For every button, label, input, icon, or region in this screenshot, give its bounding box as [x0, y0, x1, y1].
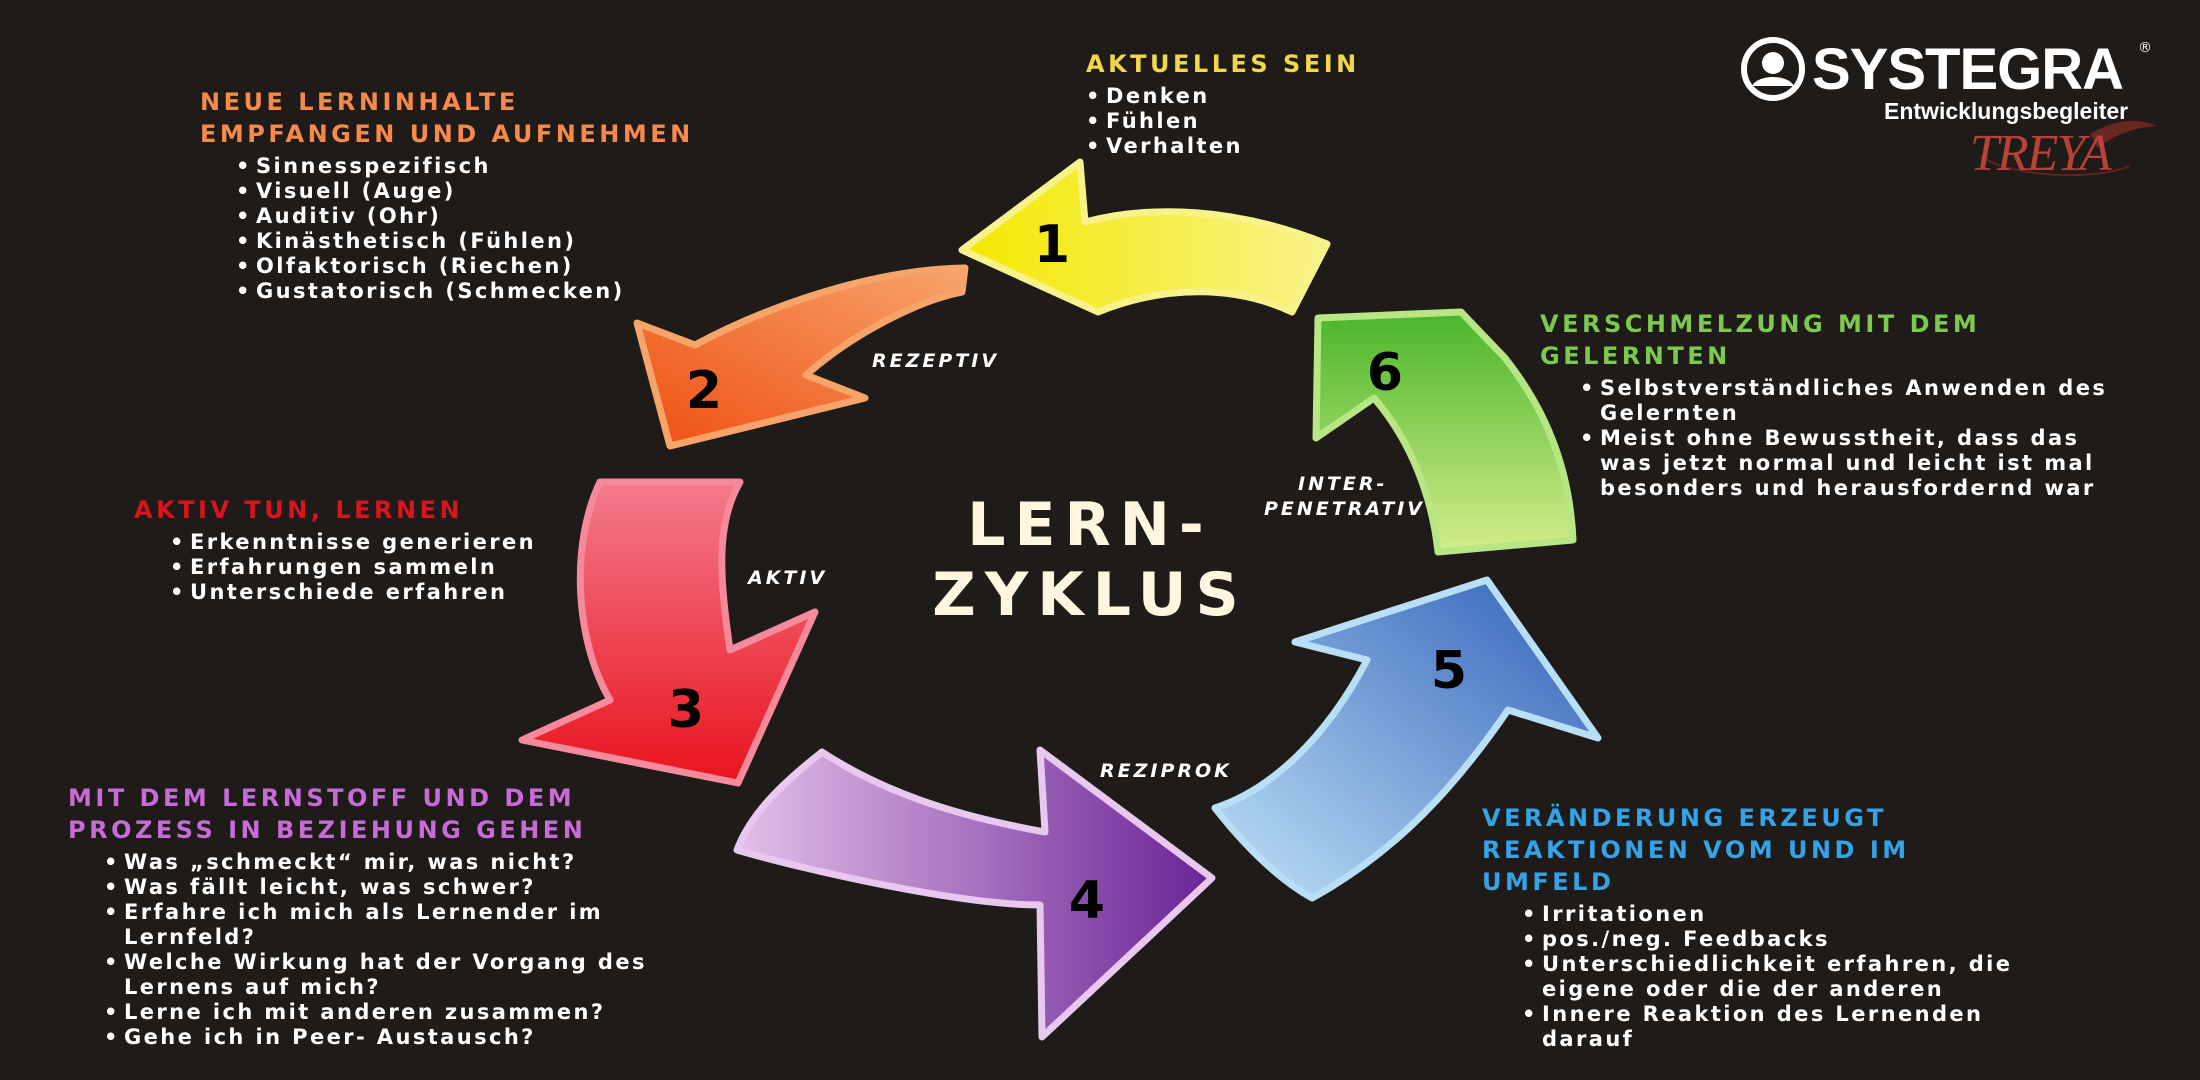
section-list: Sinnesspezifisch Visuell (Auge) Auditiv …: [236, 154, 694, 304]
list-item: Fühlen: [1086, 109, 1360, 134]
section-title-line1: MIT DEM LERNSTOFF UND DEM: [68, 784, 576, 812]
arrow-number-5: 5: [1431, 641, 1467, 701]
list-item: Sinnesspezifisch: [236, 154, 694, 179]
wings-icon: [1979, 120, 2156, 177]
list-item: Welche Wirkung hat der Vorgang des Lerne…: [104, 950, 658, 1000]
list-item: pos./neg. Feedbacks: [1522, 927, 2042, 952]
list-item: Was fällt leicht, was schwer?: [104, 875, 658, 900]
section-title-line2: REAKTIONEN VOM UND IM UMFELD: [1482, 836, 1910, 896]
list-item: Gehe ich in Peer- Austausch?: [104, 1025, 658, 1050]
section-title: AKTUELLES SEIN: [1086, 50, 1360, 78]
list-item: Was „schmeckt“ mir, was nicht?: [104, 850, 658, 875]
list-item: Visuell (Auge): [236, 179, 694, 204]
section-aktiv-tun: AKTIV TUN, LERNEN Erkenntnisse generiere…: [134, 494, 536, 605]
section-list: Denken Fühlen Verhalten: [1086, 84, 1360, 159]
arrow-number-6: 6: [1367, 343, 1403, 403]
arrow-number-3: 3: [668, 680, 704, 740]
center-title: LERN- ZYKLUS: [900, 490, 1280, 630]
arrow-3: [518, 478, 819, 787]
list-item: Erfahrungen sammeln: [170, 555, 536, 580]
section-list: Selbstverständliches Anwenden des Gelern…: [1580, 376, 2120, 501]
logo-tagline: Entwicklungsbegleiter: [1884, 98, 2129, 124]
section-title-line2: GELERNTEN: [1540, 342, 1731, 370]
arrow-number-2: 2: [686, 361, 722, 421]
phase-label-inter: INTER-: [1298, 473, 1387, 495]
arrow-number-1: 1: [1034, 215, 1070, 275]
section-veraenderung: VERÄNDERUNG ERZEUGT REAKTIONEN VOM UND I…: [1482, 802, 2042, 1052]
section-title-line2: EMPFANGEN UND AUFNEHMEN: [200, 120, 694, 148]
section-verschmelzung: VERSCHMELZUNG MIT DEM GELERNTEN Selbstve…: [1540, 308, 2120, 501]
section-list: Erkenntnisse generieren Erfahrungen samm…: [170, 530, 536, 605]
section-title-line1: VERSCHMELZUNG MIT DEM: [1540, 310, 1981, 338]
section-title-line1: NEUE LERNINHALTE: [200, 88, 519, 116]
arrow-5: [1211, 576, 1602, 902]
logo: SYSTEGRA ® Entwicklungsbegleiter TREYA: [1740, 32, 2170, 212]
logo-registered: ®: [2138, 40, 2152, 56]
list-item: Gustatorisch (Schmecken): [236, 279, 694, 304]
phase-label-reziprok: REZIPROK: [1100, 760, 1232, 782]
list-item: Lerne ich mit anderen zusammen?: [104, 1000, 658, 1025]
section-list: Irritationen pos./neg. Feedbacks Untersc…: [1522, 902, 2042, 1052]
list-item: Erkenntnisse generieren: [170, 530, 536, 555]
list-item: Denken: [1086, 84, 1360, 109]
arrow-6: [1312, 308, 1577, 556]
section-title-line2: PROZESS IN BEZIEHUNG GEHEN: [68, 816, 587, 844]
section-title: AKTIV TUN, LERNEN: [134, 496, 464, 524]
section-title-line1: VERÄNDERUNG ERZEUGT: [1482, 804, 1887, 832]
arrow-number-4: 4: [1069, 871, 1105, 931]
arrow-2: [633, 264, 969, 450]
list-item: Auditiv (Ohr): [236, 204, 694, 229]
arrow-4: [733, 746, 1216, 1041]
list-item: Kinästhetisch (Fühlen): [236, 229, 694, 254]
phase-label-penetrativ: PENETRATIV: [1264, 498, 1425, 520]
section-neue-lerninhalte: NEUE LERNINHALTE EMPFANGEN UND AUFNEHMEN…: [200, 86, 694, 304]
section-beziehung: MIT DEM LERNSTOFF UND DEM PROZESS IN BEZ…: [68, 782, 658, 1050]
center-title-line1: LERN-: [967, 490, 1213, 560]
section-list: Was „schmeckt“ mir, was nicht? Was fällt…: [104, 850, 658, 1050]
list-item: Olfaktorisch (Riechen): [236, 254, 694, 279]
arrow-1: [958, 158, 1331, 316]
list-item: Unterschiedlichkeit erfahren, die eigene…: [1522, 952, 2042, 1002]
logo-sub-brand: TREYA: [1970, 125, 2111, 182]
list-item: Verhalten: [1086, 134, 1360, 159]
phase-label-rezeptiv: REZEPTIV: [872, 350, 999, 372]
logo-brand: SYSTEGRA: [1812, 37, 2124, 102]
center-title-line2: ZYKLUS: [932, 560, 1248, 630]
list-item: Erfahre ich mich als Lernender im Lernfe…: [104, 900, 658, 950]
list-item: Meist ohne Bewusstheit, dass das was jet…: [1580, 426, 2120, 501]
list-item: Unterschiede erfahren: [170, 580, 536, 605]
section-aktuelles-sein: AKTUELLES SEIN Denken Fühlen Verhalten: [1086, 48, 1360, 159]
list-item: Selbstverständliches Anwenden des Gelern…: [1580, 376, 2120, 426]
phase-label-aktiv: AKTIV: [746, 567, 827, 589]
list-item: Irritationen: [1522, 902, 2042, 927]
user-circle-icon: [1741, 37, 1805, 101]
list-item: Innere Reaktion des Lernenden darauf: [1522, 1002, 2042, 1052]
